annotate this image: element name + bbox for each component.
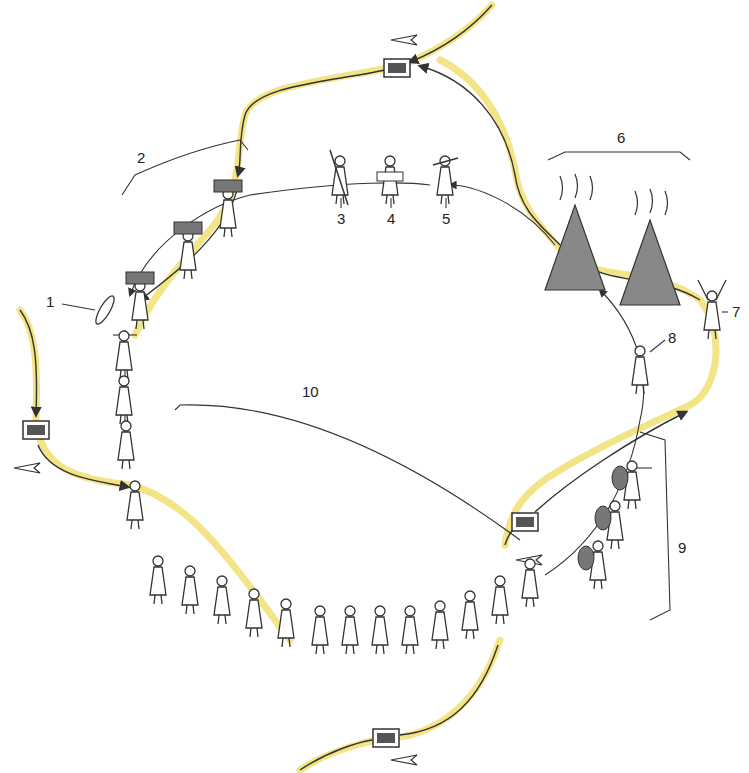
callout-number: 2	[135, 150, 147, 166]
callout-number: 8	[666, 330, 678, 346]
callout-number: 4	[385, 211, 397, 227]
callout-number: 7	[730, 304, 742, 320]
callout-number: 9	[676, 540, 688, 556]
callout-number: 10	[300, 384, 321, 400]
callout-number: 5	[440, 211, 452, 227]
callout-number: 6	[615, 130, 627, 146]
callout-number: 1	[44, 294, 56, 310]
callout-number: 3	[335, 211, 347, 227]
